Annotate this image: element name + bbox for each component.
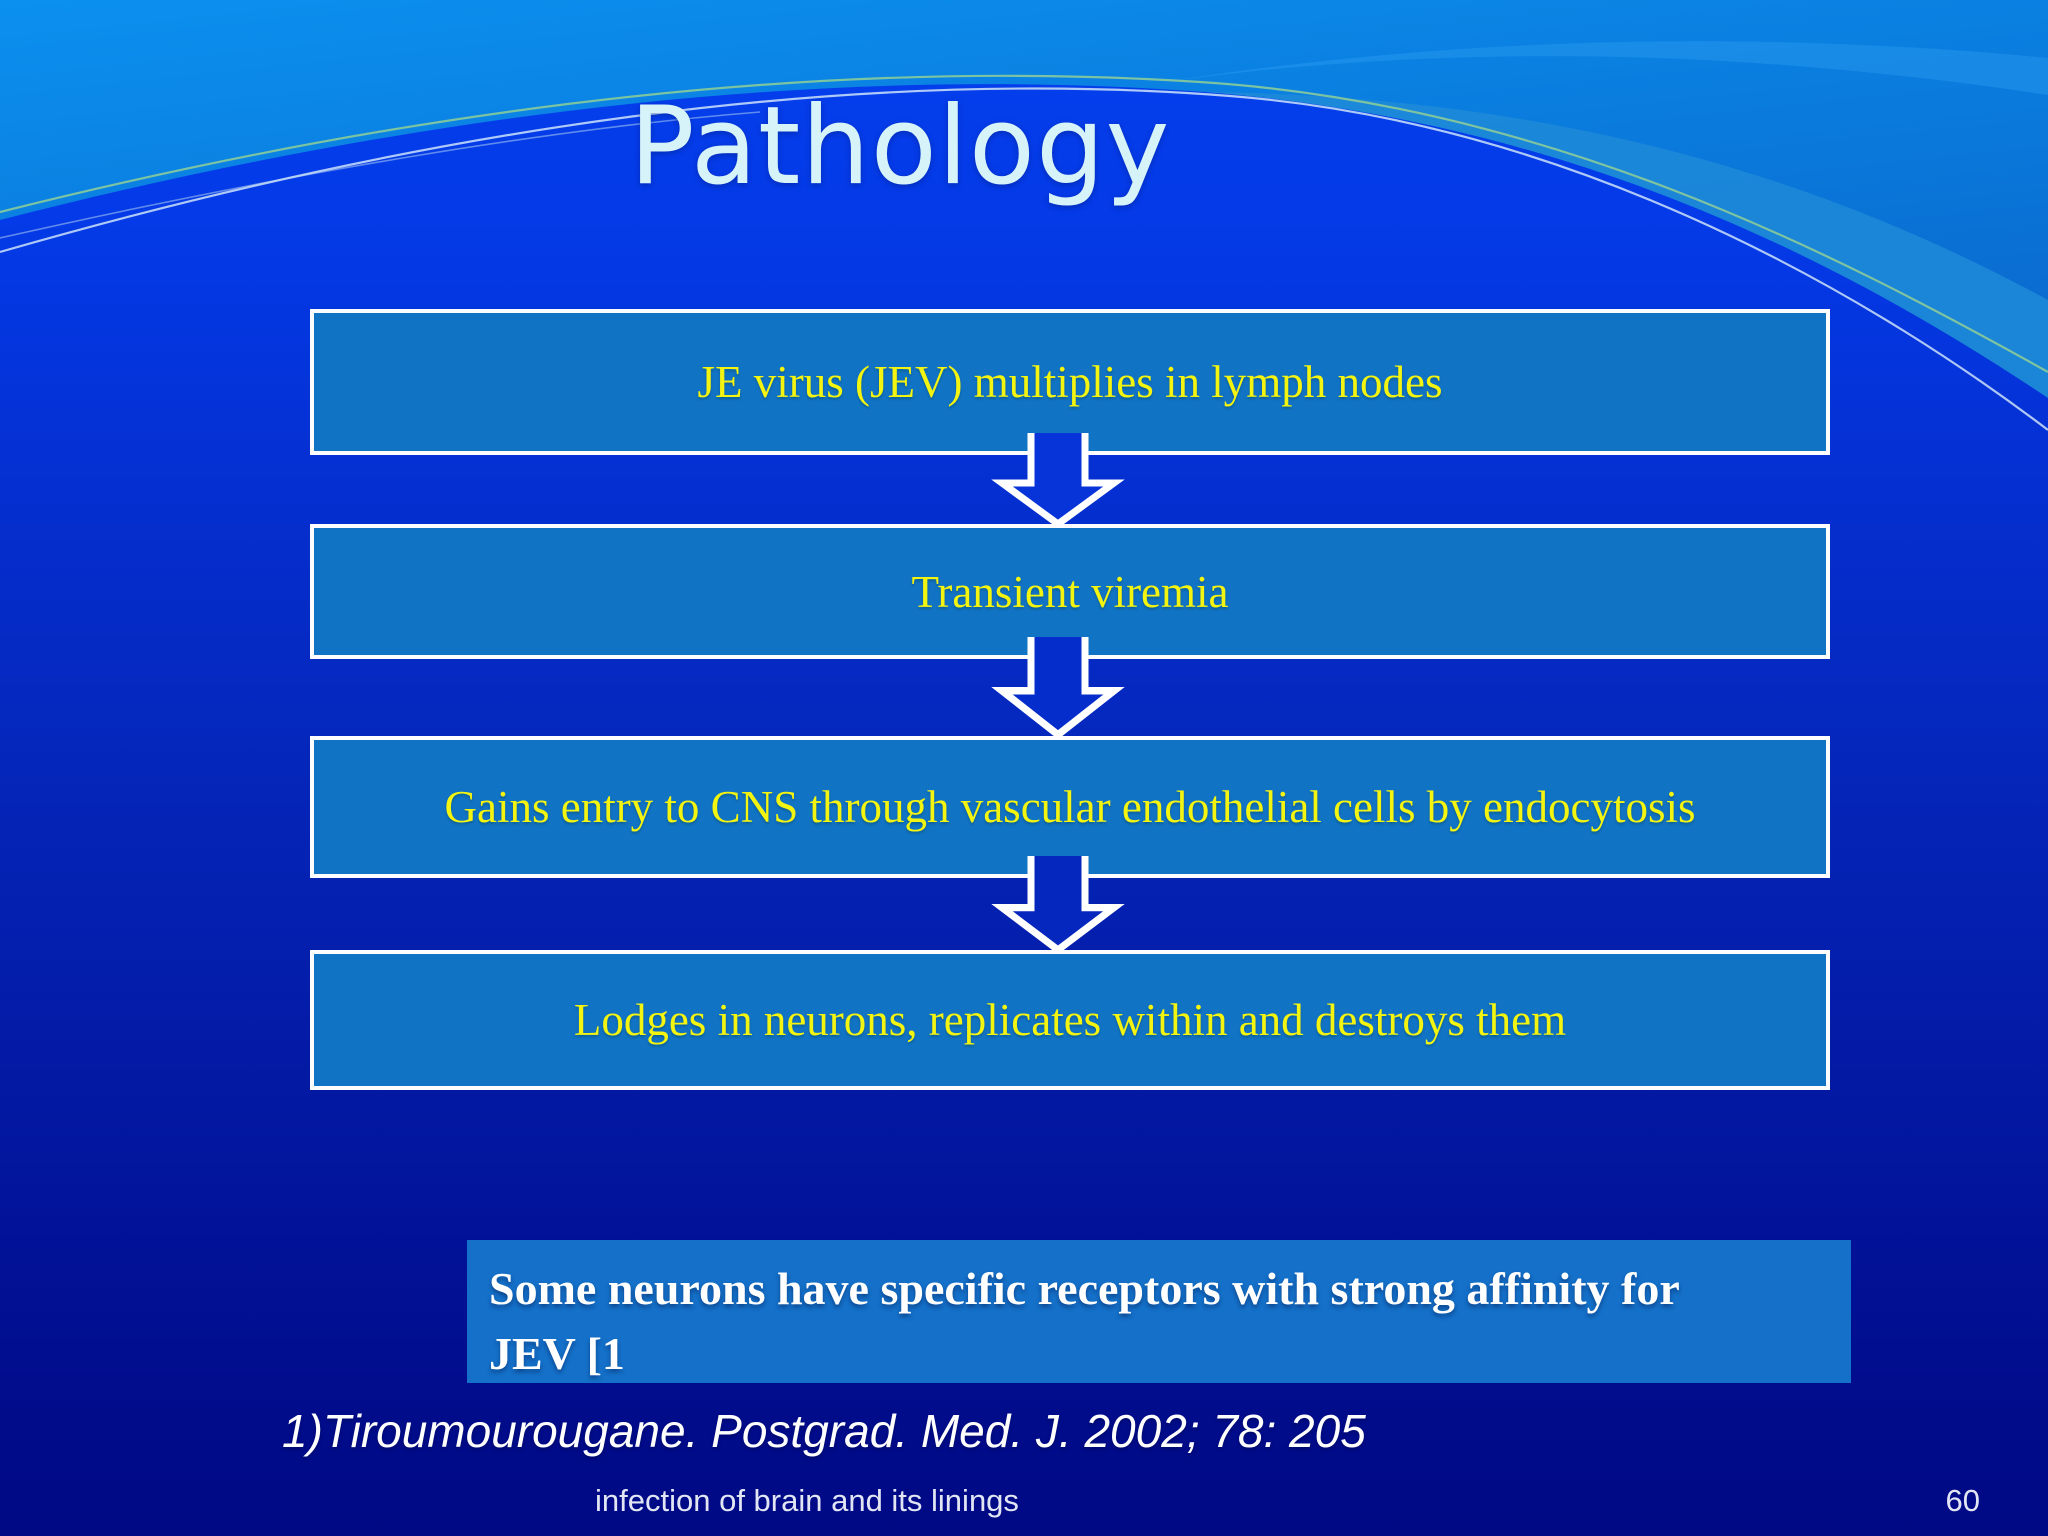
flow-box-step-3-label: Gains entry to CNS through vascular endo… xyxy=(444,782,1696,832)
slide-title: Pathology xyxy=(629,84,1171,209)
flow-box-step-2: Transient viremia xyxy=(310,524,1830,659)
wave-background xyxy=(0,0,2048,431)
accent-line-faint xyxy=(0,111,761,239)
upper-swoosh xyxy=(1150,41,2048,95)
note-text: Some neurons have specific receptors wit… xyxy=(489,1263,1679,1380)
accent-line-white xyxy=(0,87,2048,431)
flow-box-step-4: Lodges in neurons, replicates within and… xyxy=(310,950,1830,1090)
flow-box-step-1-label: JE virus (JEV) multiplies in lymph nodes xyxy=(697,357,1443,407)
down-arrow-icon xyxy=(991,433,1125,529)
lower-swoosh xyxy=(1205,92,2048,398)
down-arrow-icon xyxy=(991,856,1125,955)
page-number: 60 xyxy=(1945,1483,1980,1518)
footer-text: infection of brain and its linings xyxy=(595,1483,1019,1518)
down-arrow-icon xyxy=(991,637,1125,740)
header-band xyxy=(0,0,2048,398)
accent-line-green xyxy=(0,74,2048,373)
flow-box-step-2-label: Transient viremia xyxy=(911,566,1229,617)
citation-text: 1)Tiroumourougane. Postgrad. Med. J. 200… xyxy=(282,1405,1366,1457)
note-box: Some neurons have specific receptors wit… xyxy=(467,1240,1851,1383)
flow-box-step-4-label: Lodges in neurons, replicates within and… xyxy=(573,995,1567,1045)
